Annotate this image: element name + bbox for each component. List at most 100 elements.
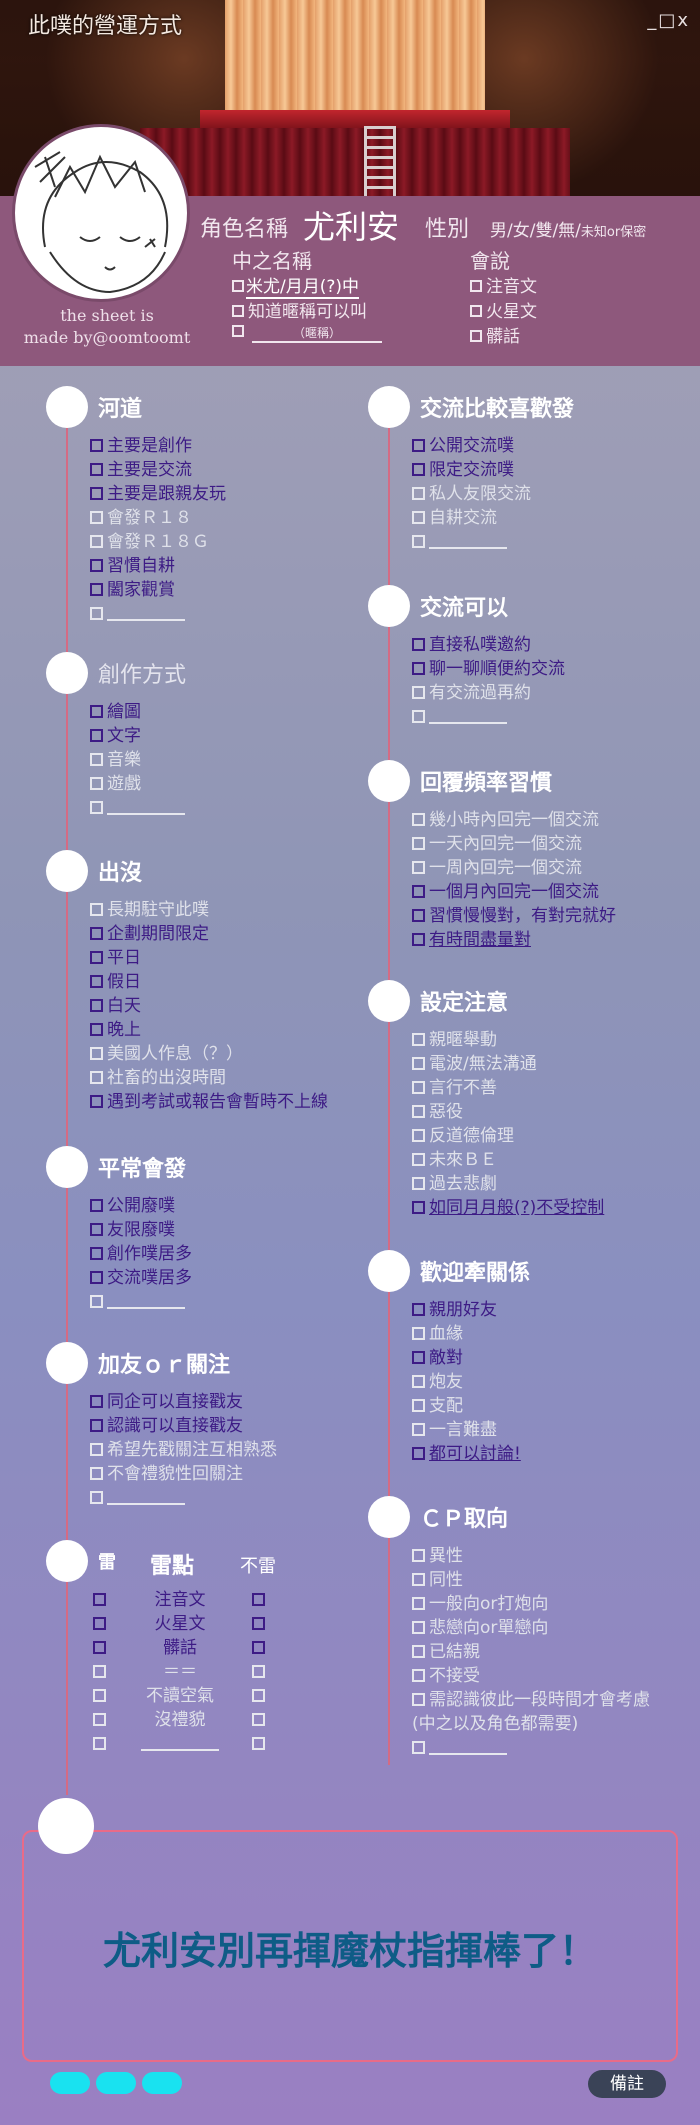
checkbox-not-mine[interactable] bbox=[252, 1617, 265, 1630]
checklist-item[interactable]: 自耕交流 bbox=[412, 506, 497, 530]
color-pill[interactable] bbox=[96, 2072, 136, 2094]
checklist-item[interactable]: 未來ＢＥ bbox=[412, 1148, 497, 1172]
checkbox-not-mine[interactable] bbox=[252, 1689, 265, 1702]
checklist-item[interactable] bbox=[412, 530, 507, 554]
checkbox[interactable] bbox=[90, 975, 103, 988]
checkbox[interactable] bbox=[412, 1597, 425, 1610]
memo-button[interactable]: 備註 bbox=[588, 2070, 666, 2098]
checkbox-mine[interactable] bbox=[93, 1737, 106, 1750]
checkbox[interactable] bbox=[412, 1549, 425, 1562]
checkbox[interactable] bbox=[90, 439, 103, 452]
checklist-item[interactable]: 一般向or打炮向 bbox=[412, 1592, 548, 1616]
checkbox[interactable] bbox=[90, 535, 103, 548]
checklist-item[interactable]: 反道德倫理 bbox=[412, 1124, 514, 1148]
checkbox[interactable] bbox=[90, 951, 103, 964]
checklist-item[interactable]: 言行不善 bbox=[412, 1076, 497, 1100]
checklist-item[interactable]: 公開交流噗 bbox=[412, 434, 514, 458]
checkbox[interactable] bbox=[90, 1023, 103, 1036]
checklist-item[interactable]: 會發Ｒ１８ bbox=[90, 506, 192, 530]
checklist-item[interactable]: 同性 bbox=[412, 1568, 463, 1592]
checkbox[interactable] bbox=[412, 1741, 425, 1754]
checklist-item[interactable] bbox=[412, 705, 507, 729]
checkbox[interactable] bbox=[90, 511, 103, 524]
checklist-item[interactable]: 一言難盡 bbox=[412, 1418, 497, 1442]
checkbox[interactable] bbox=[412, 1081, 425, 1094]
checklist-item[interactable]: 創作噗居多 bbox=[90, 1242, 192, 1266]
checkbox[interactable] bbox=[412, 1375, 425, 1388]
checklist-item[interactable]: 交流噗居多 bbox=[90, 1266, 192, 1290]
blank-line[interactable] bbox=[107, 1491, 185, 1505]
checkbox[interactable] bbox=[90, 1419, 103, 1432]
checkbox[interactable] bbox=[412, 813, 425, 826]
checkbox[interactable] bbox=[412, 1423, 425, 1436]
checklist-item[interactable]: 聊一聊順便約交流 bbox=[412, 657, 565, 681]
checklist-item[interactable]: 音樂 bbox=[90, 748, 141, 772]
checklist-item[interactable]: 遇到考試或報告會暫時不上線 bbox=[90, 1090, 328, 1114]
checklist-item[interactable]: 文字 bbox=[90, 724, 141, 748]
blank-line[interactable] bbox=[429, 1741, 507, 1755]
checklist-item[interactable]: 炮友 bbox=[412, 1370, 463, 1394]
checkbox[interactable] bbox=[412, 1303, 425, 1316]
checkbox[interactable] bbox=[90, 801, 103, 814]
checkbox[interactable] bbox=[412, 463, 425, 476]
blank-line[interactable] bbox=[141, 1737, 219, 1751]
checklist-item[interactable]: 社畜的出沒時間 bbox=[90, 1066, 226, 1090]
checklist-item[interactable]: 主要是交流 bbox=[90, 458, 192, 482]
checklist-item[interactable] bbox=[90, 1290, 185, 1314]
checklist-item[interactable] bbox=[90, 796, 185, 820]
checklist-item[interactable]: 親朋好友 bbox=[412, 1298, 497, 1322]
checkbox[interactable] bbox=[90, 777, 103, 790]
checklist-item[interactable]: 惡役 bbox=[412, 1100, 463, 1124]
checkbox[interactable] bbox=[90, 559, 103, 572]
cn-know-row[interactable]: 知道暱稱可以叫 bbox=[232, 297, 367, 322]
lang-row[interactable]: 注音文 bbox=[470, 272, 537, 297]
checklist-item[interactable]: 一天內回完一個交流 bbox=[412, 832, 582, 856]
blank-line[interactable] bbox=[107, 607, 185, 621]
checkbox[interactable] bbox=[90, 583, 103, 596]
checkbox[interactable] bbox=[90, 927, 103, 940]
checklist-item[interactable]: 不接受 bbox=[412, 1664, 480, 1688]
checkbox[interactable] bbox=[412, 1177, 425, 1190]
checklist-item[interactable]: 美國人作息（？） bbox=[90, 1042, 243, 1066]
checkbox[interactable] bbox=[412, 861, 425, 874]
checklist-item[interactable]: 過去悲劇 bbox=[412, 1172, 497, 1196]
checklist-item[interactable]: 私人友限交流 bbox=[412, 482, 531, 506]
checklist-item[interactable]: 白天 bbox=[90, 994, 141, 1018]
checkbox[interactable] bbox=[90, 903, 103, 916]
checkbox[interactable] bbox=[90, 1443, 103, 1456]
checklist-item[interactable]: 主要是跟親友玩 bbox=[90, 482, 226, 506]
cn-nick-row[interactable]: （暱稱） bbox=[232, 322, 382, 343]
checkbox-not-mine[interactable] bbox=[252, 1593, 265, 1606]
checkbox[interactable] bbox=[90, 1247, 103, 1260]
checklist-item[interactable]: 友限廢噗 bbox=[90, 1218, 175, 1242]
checklist-item[interactable]: 希望先戳關注互相熟悉 bbox=[90, 1438, 277, 1462]
checkbox[interactable] bbox=[90, 999, 103, 1012]
checklist-item[interactable]: 一個月內回完一個交流 bbox=[412, 880, 599, 904]
checkbox[interactable] bbox=[90, 753, 103, 766]
checkbox[interactable] bbox=[412, 909, 425, 922]
checkbox[interactable] bbox=[412, 1693, 425, 1706]
checkbox[interactable] bbox=[470, 330, 482, 342]
checkbox[interactable] bbox=[412, 1621, 425, 1634]
lang-row[interactable]: 火星文 bbox=[470, 297, 537, 322]
checkbox[interactable] bbox=[412, 1399, 425, 1412]
checkbox[interactable] bbox=[412, 535, 425, 548]
checklist-item[interactable]: 長期駐守此噗 bbox=[90, 898, 209, 922]
checkbox[interactable] bbox=[412, 1447, 425, 1460]
checklist-item[interactable]: 遊戲 bbox=[90, 772, 141, 796]
checklist-item[interactable]: 血緣 bbox=[412, 1322, 463, 1346]
checkbox[interactable] bbox=[90, 1095, 103, 1108]
checklist-item[interactable]: 習慣自耕 bbox=[90, 554, 175, 578]
checkbox[interactable] bbox=[412, 487, 425, 500]
checkbox[interactable] bbox=[412, 1645, 425, 1658]
checkbox[interactable] bbox=[90, 1295, 103, 1308]
checkbox[interactable] bbox=[412, 1057, 425, 1070]
checkbox[interactable] bbox=[90, 1467, 103, 1480]
checkbox[interactable] bbox=[412, 933, 425, 946]
checklist-item[interactable] bbox=[90, 602, 185, 626]
checklist-item[interactable]: 企劃期間限定 bbox=[90, 922, 209, 946]
checkbox[interactable] bbox=[412, 638, 425, 651]
checkbox-mine[interactable] bbox=[93, 1713, 106, 1726]
checkbox-mine[interactable] bbox=[93, 1593, 106, 1606]
checklist-item[interactable]: 不會禮貌性回關注 bbox=[90, 1462, 243, 1486]
